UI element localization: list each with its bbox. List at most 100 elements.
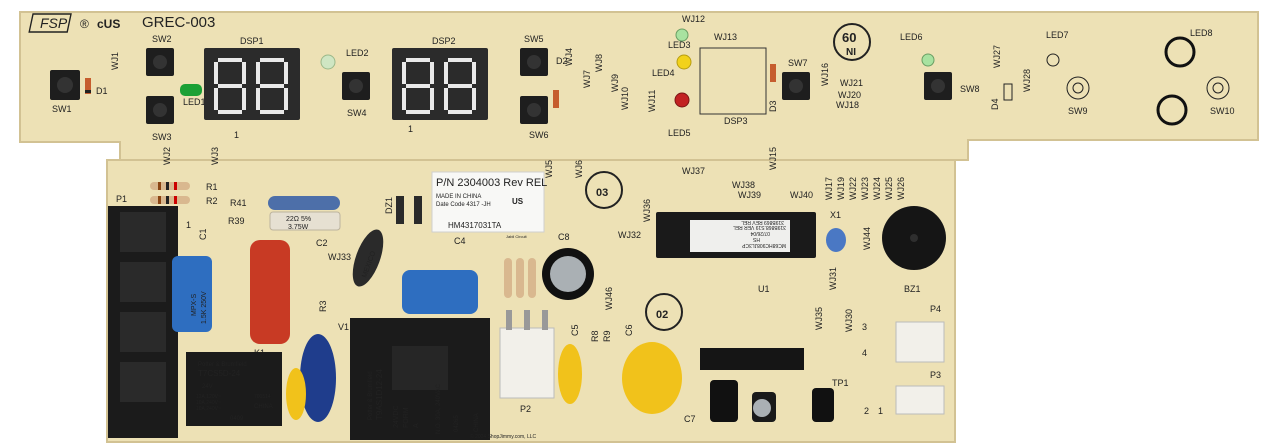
u1-label: U1 xyxy=(758,284,770,294)
p3-label: P3 xyxy=(930,370,941,380)
led3: LED3 xyxy=(668,28,691,50)
chip-line3: 07/26/04 xyxy=(750,230,770,236)
p2-label: P2 xyxy=(520,404,531,414)
wj2-label: WJ2 xyxy=(162,147,172,165)
relay-large-model: T9AS1D12-24 xyxy=(375,369,384,420)
diode-d1: D1 xyxy=(85,78,108,96)
wj8-label: WJ8 xyxy=(594,54,604,72)
wj5-label: WJ5 xyxy=(544,160,554,178)
c6-label: C6 xyxy=(624,324,634,336)
seven-segment-display-dsp1: DSP1 1 xyxy=(204,36,300,140)
p1-pin1: 1 xyxy=(186,220,191,230)
c8-label: C8 xyxy=(558,232,570,242)
r3-label: R3 xyxy=(318,300,328,312)
relay-large-country: CHINA xyxy=(474,413,480,432)
wj23-label: WJ23 xyxy=(860,177,870,200)
wj10-label: WJ10 xyxy=(620,87,630,110)
dsp2-label: DSP2 xyxy=(432,36,456,46)
regulator-block xyxy=(700,348,804,370)
wj6-label: WJ6 xyxy=(574,160,584,178)
c1-type: MPX-S xyxy=(191,294,198,317)
copyright: © 2024 ShopJimmy.com, LLC xyxy=(470,433,537,440)
wj38-label: WJ38 xyxy=(732,180,755,190)
sw3-label: SW3 xyxy=(152,132,172,142)
diode-d2: D2 xyxy=(553,56,568,108)
wj16-label: WJ16 xyxy=(820,63,830,86)
zener-dz1: DZ1 xyxy=(384,196,422,224)
p4-label: P4 xyxy=(930,304,941,314)
wj3-label: WJ3 xyxy=(210,147,220,165)
sw8-label: SW8 xyxy=(960,84,980,94)
dsp1-pin1: 1 xyxy=(234,130,239,140)
chip-line2: HS xyxy=(752,236,760,242)
r39-label: R39 xyxy=(228,216,245,226)
r41-label: R41 xyxy=(230,198,247,208)
sw7-label: SW7 xyxy=(788,58,808,68)
wj21-label: WJ21 xyxy=(840,78,863,88)
c7-label: C7 xyxy=(684,414,696,424)
wj19-label: WJ19 xyxy=(836,177,846,200)
wj24-label: WJ24 xyxy=(872,177,882,200)
tact-switch-sw6: SW6 xyxy=(520,96,549,140)
pcb-upper-strip xyxy=(19,11,1259,161)
c2-label: C2 xyxy=(316,238,328,248)
relay-large: Potter & Brumfield T9AS1D12-24 24VDC FOR… xyxy=(350,318,490,440)
led6: LED6 xyxy=(900,32,935,67)
qc-top-number: 60 xyxy=(842,30,856,45)
bz1-label: BZ1 xyxy=(904,284,921,294)
wj32-label: WJ32 xyxy=(618,230,641,240)
sw10-label: SW10 xyxy=(1210,106,1235,116)
buzzer-bz1: BZ1 xyxy=(882,206,946,294)
wj11-label: WJ11 xyxy=(647,90,657,112)
sw9-label: SW9 xyxy=(1068,106,1088,116)
relay-small-rating2: 10A,240V~ xyxy=(196,400,221,406)
relay-small-rating3: 10A,240V~ xyxy=(196,406,221,412)
varistor-v1: V1 R3 xyxy=(286,300,349,422)
relay-large-code: 04265 xyxy=(454,415,460,432)
sw6-label: SW6 xyxy=(529,130,549,140)
qc-stamp-02: 02 xyxy=(645,293,683,331)
c4-label: C4 xyxy=(454,236,466,246)
d1-label: D1 xyxy=(96,86,108,96)
tact-switch-sw2: SW2 xyxy=(146,34,174,76)
c1-rating: 1.5K 250V xyxy=(201,291,208,324)
diode-d3: D3 xyxy=(768,64,778,112)
serial: HM4317031TA xyxy=(448,221,502,230)
wj12-label: WJ12 xyxy=(682,14,705,24)
wj30-label: WJ30 xyxy=(844,309,854,332)
p1-label: P1 xyxy=(116,194,127,204)
tact-switch-sw3: SW3 xyxy=(146,96,174,142)
qc-stamp-03-text: 03 xyxy=(596,187,608,199)
led7-label: LED7 xyxy=(1046,30,1069,40)
chip-line1: MC68HC908JL3CP xyxy=(741,242,786,248)
c1-label: C1 xyxy=(198,228,208,240)
registered-mark: ® xyxy=(80,17,89,31)
tact-switch-sw5: SW5 xyxy=(520,34,548,76)
led6-label: LED6 xyxy=(900,32,923,42)
wj15-label: WJ15 xyxy=(768,147,778,170)
led1-label: LED1 xyxy=(183,97,206,107)
diode-d4: D4 xyxy=(990,83,1013,110)
p3-pin2: 2 xyxy=(864,406,869,416)
wj26-label: WJ26 xyxy=(896,177,906,200)
wj44-label: WJ44 xyxy=(862,227,872,250)
jabil-brand: Jabil Circuit xyxy=(506,234,528,239)
fsp-logo: FSP ® cUS GREC-003 xyxy=(28,13,215,33)
resistors-bank xyxy=(504,258,536,298)
wj37-label: WJ37 xyxy=(682,166,705,176)
wj33-label: WJ33 xyxy=(328,252,351,262)
led4-label: LED4 xyxy=(652,68,675,78)
relay-large-form: FORM xyxy=(403,407,410,428)
wj36-label: WJ36 xyxy=(642,199,652,222)
dsp1-label: DSP1 xyxy=(240,36,264,46)
wj35-label: WJ35 xyxy=(814,307,824,330)
sensor-sw10: SW10 xyxy=(1206,76,1235,116)
wj25-label: WJ25 xyxy=(884,177,894,200)
r2-label: R2 xyxy=(206,196,218,206)
wj9-label: WJ9 xyxy=(610,74,620,92)
connector-p4: P4 3 4 xyxy=(862,304,945,363)
tact-switch-sw7: SW7 xyxy=(782,58,810,100)
wj17-label: WJ17 xyxy=(824,177,834,200)
led8: LED8 xyxy=(1190,28,1213,38)
